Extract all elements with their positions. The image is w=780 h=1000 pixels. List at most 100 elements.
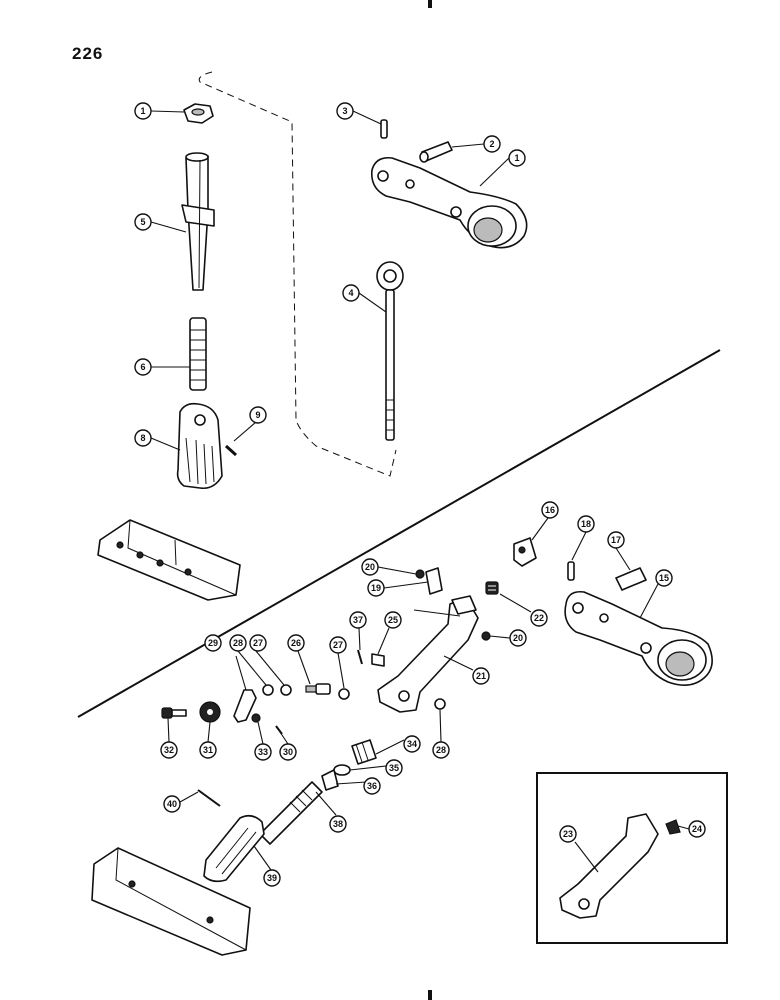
callout-37: 37 (349, 611, 367, 629)
part-clevis-39 (203, 814, 265, 883)
part-washer-28b (434, 698, 446, 710)
svg-text:19: 19 (371, 583, 381, 593)
part-bolt-32 (161, 707, 187, 719)
registration-mark-bottom (428, 990, 432, 1000)
part-nut-20a (415, 569, 425, 579)
svg-text:23: 23 (563, 829, 573, 839)
part-threaded-rod (189, 317, 207, 391)
callout-31: 31 (199, 741, 217, 759)
leader-lines (150, 110, 690, 873)
callout-1: 1 (508, 149, 526, 167)
part-nut (183, 103, 214, 124)
part-lift-arm-upper (370, 156, 528, 249)
callout-15: 15 (655, 569, 673, 587)
svg-text:16: 16 (545, 505, 555, 515)
callout-33: 33 (254, 743, 272, 761)
svg-text:6: 6 (140, 362, 145, 372)
callout-29: 29 (204, 634, 222, 652)
part-gear-nut (351, 739, 377, 765)
callout-20a: 20 (361, 558, 379, 576)
callout-27a: 27 (249, 634, 267, 652)
svg-text:24: 24 (692, 824, 702, 834)
svg-text:38: 38 (333, 819, 343, 829)
callout-39: 39 (263, 869, 281, 887)
svg-text:35: 35 (389, 763, 399, 773)
part-fitting-25 (371, 653, 385, 667)
svg-text:27: 27 (253, 638, 263, 648)
callout-34: 34 (403, 735, 421, 753)
callout-25: 25 (384, 611, 402, 629)
callout-20b: 20 (509, 629, 527, 647)
svg-text:15: 15 (659, 573, 669, 583)
callout-4: 4 (342, 284, 360, 302)
svg-text:25: 25 (388, 615, 398, 625)
callout-3: 3 (336, 102, 354, 120)
callout-16: 16 (541, 501, 559, 519)
part-pin-17 (615, 567, 647, 591)
callout-28a: 28 (229, 634, 247, 652)
page-number: 226 (72, 44, 104, 63)
part-pin-19 (425, 567, 443, 595)
svg-text:2: 2 (489, 139, 494, 149)
inset-box (536, 772, 728, 944)
svg-text:22: 22 (534, 613, 544, 623)
callout-32: 32 (160, 741, 178, 759)
svg-text:1: 1 (514, 153, 519, 163)
part-block (513, 537, 537, 567)
callout-23: 23 (559, 825, 577, 843)
svg-text:27: 27 (333, 640, 343, 650)
svg-text:18: 18 (581, 519, 591, 529)
callout-36: 36 (363, 777, 381, 795)
svg-text:28: 28 (436, 745, 446, 755)
svg-text:28: 28 (233, 638, 243, 648)
part-pin-37 (357, 649, 363, 665)
svg-text:37: 37 (353, 615, 363, 625)
part-nut-33 (251, 713, 261, 723)
part-turnbuckle-tube (181, 152, 215, 291)
part-pin-40 (197, 789, 221, 807)
part-link-29 (233, 689, 257, 723)
part-bolt-26 (305, 683, 331, 695)
svg-text:3: 3 (342, 106, 347, 116)
part-nut-20b (481, 631, 491, 641)
part-roll-pin (224, 444, 238, 457)
part-washer-35 (333, 764, 351, 776)
callout-22: 22 (530, 609, 548, 627)
svg-text:20: 20 (365, 562, 375, 572)
svg-text:26: 26 (291, 638, 301, 648)
svg-text:40: 40 (167, 799, 177, 809)
callout-30: 30 (279, 743, 297, 761)
svg-text:31: 31 (203, 745, 213, 755)
callout-6: 6 (134, 358, 152, 376)
svg-text:20: 20 (513, 633, 523, 643)
part-leveling-arm-alt (559, 813, 659, 919)
svg-text:4: 4 (348, 288, 353, 298)
callout-35: 35 (385, 759, 403, 777)
callout-26: 26 (287, 634, 305, 652)
callout-8: 8 (134, 429, 152, 447)
part-plug-24 (665, 819, 681, 835)
callout-7: 1 (134, 102, 152, 120)
svg-text:5: 5 (140, 217, 145, 227)
svg-text:34: 34 (407, 739, 417, 749)
part-spring-pin-18 (567, 561, 575, 581)
part-washer-27a (280, 684, 292, 696)
svg-text:1: 1 (140, 106, 145, 116)
callout-40: 40 (163, 795, 181, 813)
svg-text:39: 39 (267, 873, 277, 883)
part-threaded-shaft (259, 781, 323, 845)
callout-18: 18 (577, 515, 595, 533)
callout-9: 9 (249, 406, 267, 424)
svg-text:29: 29 (208, 638, 218, 648)
callout-27b: 27 (329, 636, 347, 654)
svg-text:33: 33 (258, 747, 268, 757)
part-leveling-arm (377, 595, 479, 713)
part-spring-pin (380, 119, 388, 139)
part-clevis-yoke (176, 402, 223, 490)
callout-17: 17 (607, 531, 625, 549)
callout-5: 5 (134, 213, 152, 231)
svg-text:36: 36 (367, 781, 377, 791)
callout-19: 19 (367, 579, 385, 597)
svg-text:17: 17 (611, 535, 621, 545)
